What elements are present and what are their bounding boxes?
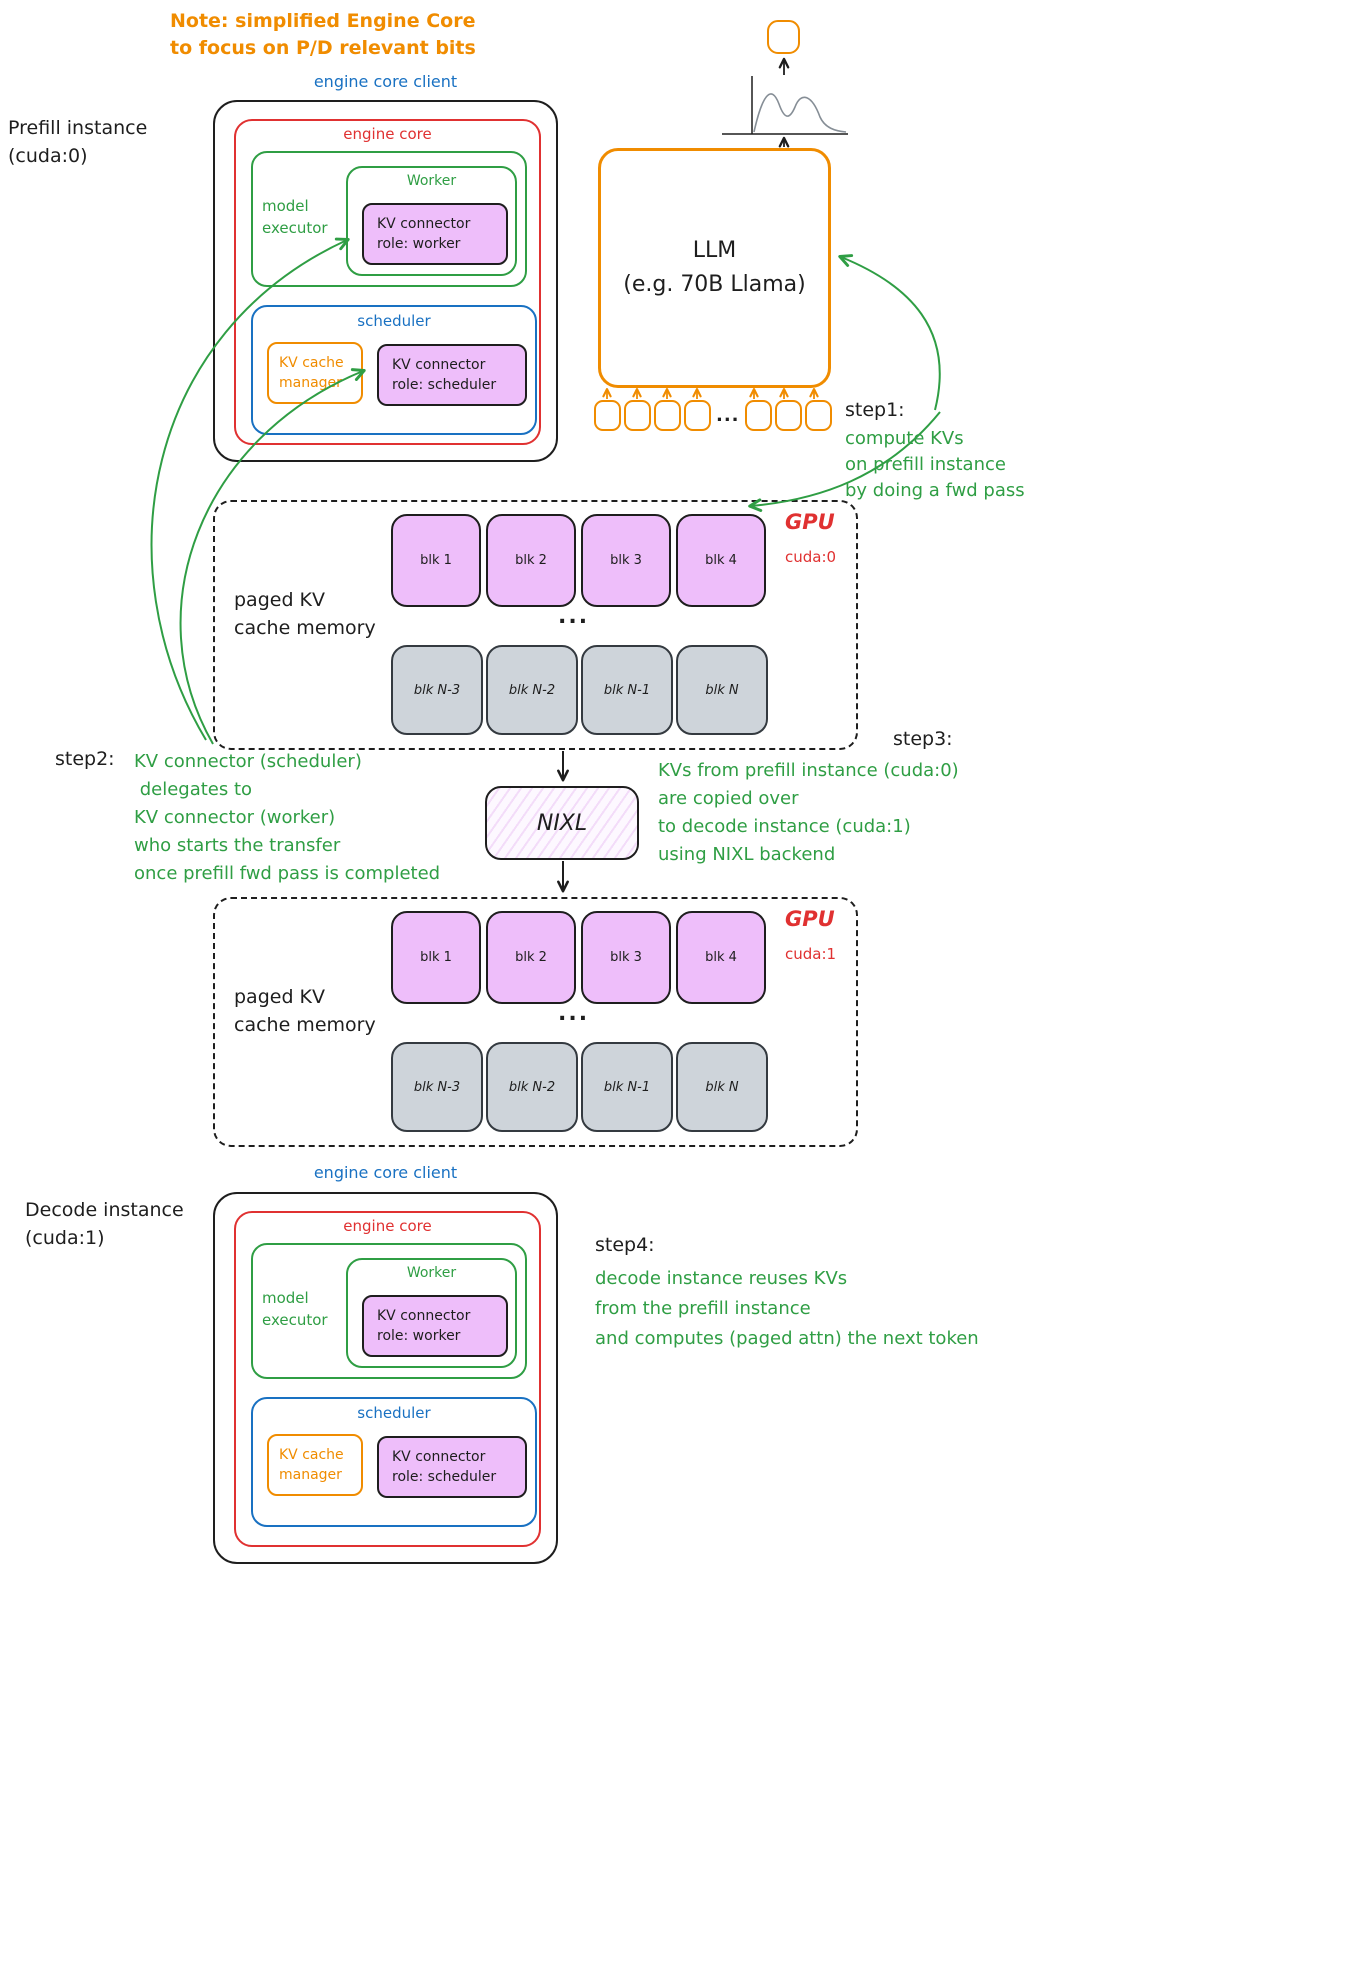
nixl-box: NIXL xyxy=(485,786,639,860)
prefill-instance-box: engine core model executor Worker KV con… xyxy=(213,100,558,462)
kv-block: blk N xyxy=(676,1042,768,1132)
decode-kv-connector-worker: KV connector role: worker xyxy=(362,1295,508,1357)
kv-block: blk N-2 xyxy=(486,1042,578,1132)
gpu1-hot-block-row: blk 1 blk 2 blk 3 blk 4 xyxy=(391,911,766,1004)
kv-block: blk N-3 xyxy=(391,1042,483,1132)
prefill-scheduler-box: scheduler KV cache manager KV connector … xyxy=(251,305,537,435)
step1-title: step1: xyxy=(845,399,905,421)
kv-block: blk 2 xyxy=(486,514,576,607)
arrow-step1-to-llm xyxy=(838,254,941,411)
kv-block: blk 3 xyxy=(581,911,671,1004)
step2-title: step2: xyxy=(55,748,115,770)
decode-worker-label: Worker xyxy=(406,1265,457,1281)
output-token-box xyxy=(767,20,800,54)
prefill-engine-core-label: engine core xyxy=(343,125,432,143)
gpu1-memory-label: paged KV cache memory xyxy=(234,986,376,1036)
gpu1-block-ellipsis: ... xyxy=(558,1001,590,1026)
decode-engine-core-client-label: engine core client xyxy=(313,1163,458,1182)
prefill-worker-label: Worker xyxy=(406,173,457,189)
token-box xyxy=(624,400,651,431)
token-box xyxy=(684,400,711,431)
step1-body: compute KVs on prefill instance by doing… xyxy=(845,428,1025,501)
arrows-tokens-to-llm xyxy=(602,388,819,399)
gpu0-paged-kv-cache-box: GPU cuda:0 paged KV cache memory blk 1 b… xyxy=(213,500,858,750)
step2-body: KV connector (scheduler) delegates to KV… xyxy=(134,751,441,884)
kv-block: blk 3 xyxy=(581,514,671,607)
token-box xyxy=(654,400,681,431)
step4-title: step4: xyxy=(595,1234,655,1256)
decode-model-executor-box: model executor Worker KV connector role:… xyxy=(251,1243,527,1379)
step3-title: step3: xyxy=(893,728,953,750)
token-box xyxy=(744,400,772,431)
decode-scheduler-box: scheduler KV cache manager KV connector … xyxy=(251,1397,537,1527)
prefill-instance-label: Prefill instance (cuda:0) xyxy=(8,117,148,167)
note-text: Note: simplified Engine Core to focus on… xyxy=(170,10,476,59)
kv-block: blk 4 xyxy=(676,514,766,607)
token-box xyxy=(774,400,802,431)
prefill-engine-core-client-label: engine core client xyxy=(313,72,458,91)
gpu0-block-ellipsis: ... xyxy=(558,604,590,629)
decode-instance-box: engine core model executor Worker KV con… xyxy=(213,1192,558,1564)
kv-block: blk N-2 xyxy=(486,645,578,735)
prefill-worker-box: Worker KV connector role: worker xyxy=(346,166,517,276)
token-ellipsis: ... xyxy=(716,405,740,426)
decode-scheduler-label: scheduler xyxy=(357,1404,431,1422)
prefill-kv-connector-scheduler: KV connector role: scheduler xyxy=(377,344,527,406)
kv-block: blk 1 xyxy=(391,911,481,1004)
kv-block: blk N-3 xyxy=(391,645,483,735)
llm-box: LLM (e.g. 70B Llama) xyxy=(598,148,831,388)
gpu0-cold-block-row: blk N-3 blk N-2 blk N-1 blk N xyxy=(391,645,768,735)
decode-engine-core-label: engine core xyxy=(343,1217,432,1235)
prefill-kv-connector-worker: KV connector role: worker xyxy=(362,203,508,265)
kv-block: blk N xyxy=(676,645,768,735)
prefill-engine-core-box: engine core model executor Worker KV con… xyxy=(234,119,541,445)
kv-block: blk N-1 xyxy=(581,645,673,735)
decode-worker-box: Worker KV connector role: worker xyxy=(346,1258,517,1368)
gpu1-device-label: cuda:1 xyxy=(785,945,837,963)
step4-body: decode instance reuses KVs from the pref… xyxy=(595,1268,979,1349)
step3-body: KVs from prefill instance (cuda:0) are c… xyxy=(658,760,959,865)
input-token-row: ... xyxy=(594,400,832,431)
decode-engine-core-box: engine core model executor Worker KV con… xyxy=(234,1211,541,1547)
probability-distribution-chart xyxy=(722,76,848,135)
token-box xyxy=(804,400,832,431)
prefill-model-executor-box: model executor Worker KV connector role:… xyxy=(251,151,527,287)
gpu1-label: GPU xyxy=(785,907,835,931)
prefill-kv-cache-manager: KV cache manager xyxy=(267,342,363,404)
kv-block: blk 4 xyxy=(676,911,766,1004)
token-box xyxy=(594,400,621,431)
kv-block: blk N-1 xyxy=(581,1042,673,1132)
decode-model-executor-label: model executor xyxy=(262,1289,328,1329)
gpu0-memory-label: paged KV cache memory xyxy=(234,589,376,639)
gpu1-paged-kv-cache-box: GPU cuda:1 paged KV cache memory blk 1 b… xyxy=(213,897,858,1147)
gpu0-hot-block-row: blk 1 blk 2 blk 3 blk 4 xyxy=(391,514,766,607)
decode-instance-label: Decode instance (cuda:1) xyxy=(25,1199,184,1249)
gpu0-label: GPU xyxy=(785,510,835,534)
kv-block: blk 1 xyxy=(391,514,481,607)
decode-kv-cache-manager: KV cache manager xyxy=(267,1434,363,1496)
decode-kv-connector-scheduler: KV connector role: scheduler xyxy=(377,1436,527,1498)
prefill-model-executor-label: model executor xyxy=(262,197,328,237)
gpu0-device-label: cuda:0 xyxy=(785,548,837,566)
gpu1-cold-block-row: blk N-3 blk N-2 blk N-1 blk N xyxy=(391,1042,768,1132)
kv-block: blk 2 xyxy=(486,911,576,1004)
prefill-scheduler-label: scheduler xyxy=(357,312,431,330)
